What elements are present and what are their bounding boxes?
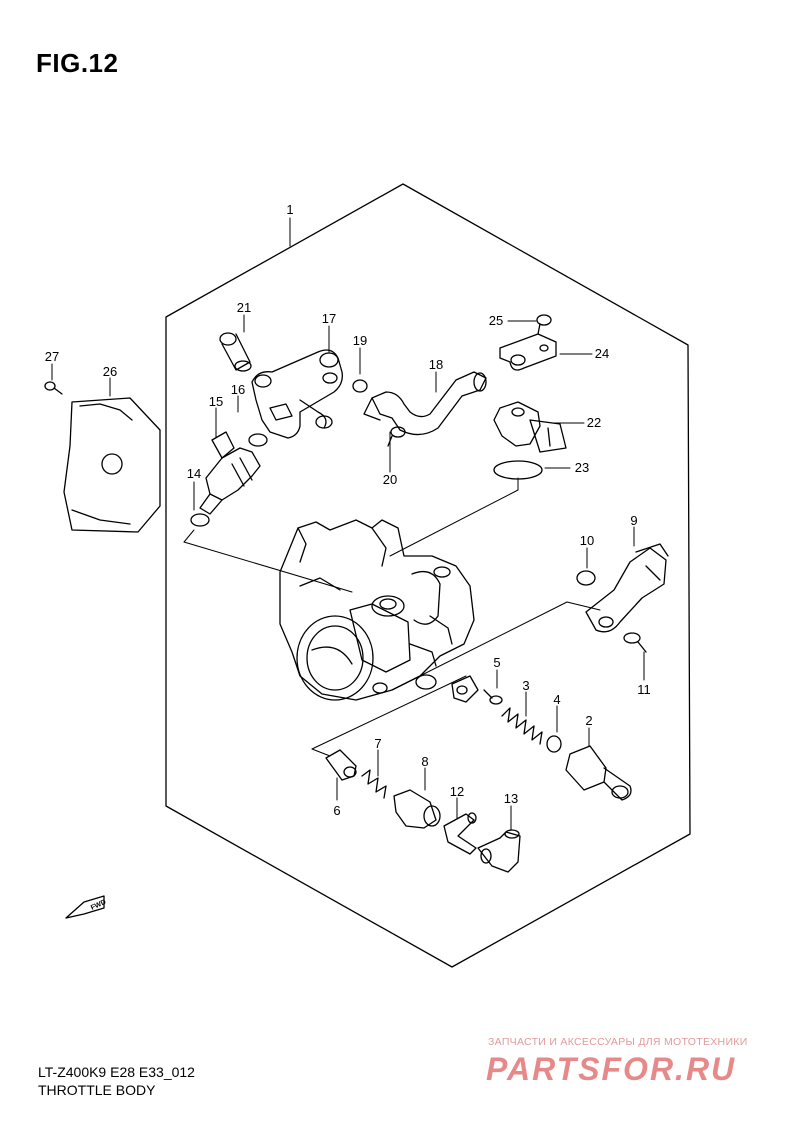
callout-8: 8 [421, 754, 428, 769]
callout-16: 16 [231, 382, 245, 397]
callout-27: 27 [45, 349, 59, 364]
callout-1: 1 [286, 202, 293, 217]
part-6-plunger [325, 749, 357, 781]
callout-2: 2 [585, 713, 592, 728]
callout-18: 18 [429, 357, 443, 372]
callout-12: 12 [450, 784, 464, 799]
part-7-spring [361, 769, 387, 799]
callout-6: 6 [333, 803, 340, 818]
callout-19: 19 [353, 333, 367, 348]
part-9-tp-sensor [585, 543, 669, 633]
part-8-nut [393, 789, 441, 829]
part-24-bracket [499, 333, 557, 371]
part-18-fuel-hose [363, 371, 487, 436]
figure-caption: THROTTLE BODY [38, 1082, 156, 1098]
leader-lines [51, 217, 645, 831]
part-21-plug [219, 332, 252, 372]
callout-10: 10 [580, 533, 594, 548]
callout-3: 3 [522, 678, 529, 693]
part-11-screw [623, 632, 647, 653]
model-code: LT-Z400K9 E28 E33_012 [38, 1064, 195, 1080]
callout-17: 17 [322, 311, 336, 326]
idle-bracket [451, 675, 479, 703]
callout-7: 7 [374, 736, 381, 751]
callout-4: 4 [553, 692, 560, 707]
part-26-cover [63, 397, 161, 533]
part-10-o-ring [576, 570, 596, 586]
part-17-delivery-pipe [251, 349, 343, 439]
part-25-screw [536, 314, 552, 335]
callout-5: 5 [493, 655, 500, 670]
callout-11: 11 [637, 682, 651, 697]
callout-21: 21 [237, 300, 251, 315]
callout-23: 23 [575, 460, 589, 475]
part-20-screw [387, 426, 406, 447]
part-27-screw [44, 381, 63, 395]
part-19-o-ring [352, 379, 368, 393]
part-2-idle-screw [565, 745, 632, 801]
fwd-arrow-icon [65, 895, 105, 919]
throttle-body [279, 519, 475, 701]
part-23-o-ring [493, 460, 543, 480]
part-22-sensor [493, 401, 567, 453]
watermark-tagline: ЗАПЧАСТИ И АКСЕССУАРЫ ДЛЯ МОТОТЕХНИКИ [488, 1036, 748, 1048]
part-3-spring [501, 707, 543, 745]
assembly-outline [165, 183, 691, 968]
part-4-o-ring [546, 735, 562, 753]
callout-15: 15 [209, 394, 223, 409]
watermark-logo: PARTSFOR.RU [486, 1051, 736, 1087]
callout-26: 26 [103, 364, 117, 379]
part-12-hose [443, 812, 477, 855]
part-14-o-ring [190, 513, 210, 527]
watermark-brand: PARTSFOR.RU [486, 1051, 736, 1087]
callout-25: 25 [489, 313, 503, 328]
callout-9: 9 [630, 513, 637, 528]
part-13-elbow [477, 829, 521, 873]
callout-20: 20 [383, 472, 397, 487]
part-5-screw [483, 689, 503, 705]
callout-14: 14 [187, 466, 201, 481]
callout-13: 13 [504, 791, 518, 806]
part-15-injector [199, 431, 261, 515]
part-16-o-ring [248, 433, 268, 447]
callout-22: 22 [587, 415, 601, 430]
fig-title: FIG.12 [36, 48, 119, 78]
callout-24: 24 [595, 346, 609, 361]
